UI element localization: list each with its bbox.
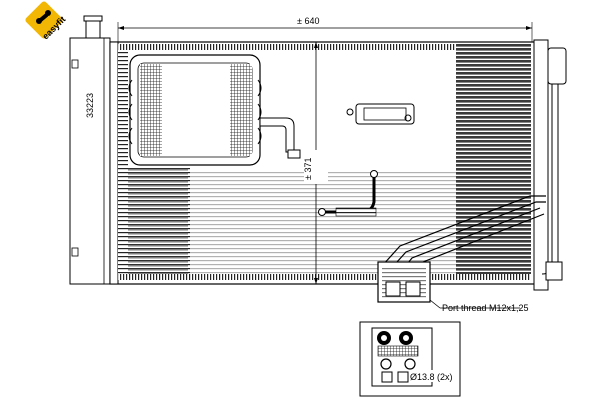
port-thread-label: Port thread M12x1,25 [442, 303, 529, 313]
port-block: Port thread M12x1,25 [377, 261, 529, 313]
height-label: ± 371 [303, 158, 313, 180]
width-label: ± 640 [297, 16, 319, 26]
receiver-drier: 33223 [69, 15, 111, 285]
height-dimension: ± 371 [303, 42, 328, 284]
mounting-frame [128, 54, 301, 166]
mounting-brackets [318, 103, 415, 217]
port-diameter-label: Ø13.8 (2x) [410, 372, 453, 382]
right-header-pipes [381, 39, 567, 291]
port-detail-inset: Ø13.8 (2x) [359, 321, 461, 397]
width-dimension: ± 640 [117, 14, 533, 42]
wrench-icon [36, 10, 51, 24]
part-number-label: 33223 [85, 93, 95, 118]
easyfit-badge: easyfit [25, 1, 68, 41]
